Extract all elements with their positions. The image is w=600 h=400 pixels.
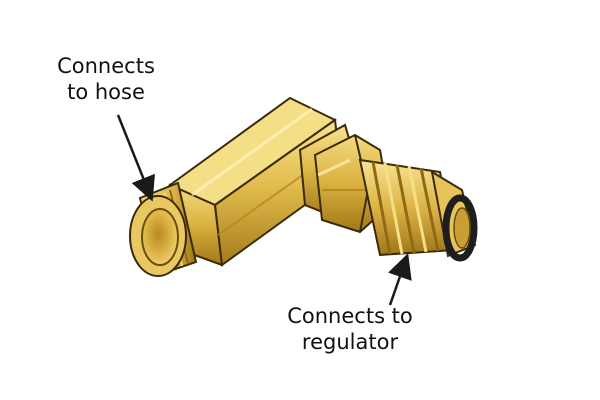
callout-label-hose-line2: to hose: [67, 80, 145, 104]
callout-arrow-regulator: [388, 253, 412, 306]
o-ring: [442, 194, 478, 262]
callout-label-hose-line1: Connects: [57, 54, 155, 78]
callout-label-hose: Connects to hose: [42, 53, 170, 105]
callout-label-regulator-line2: regulator: [301, 330, 399, 354]
callout-arrow-hose: [116, 114, 155, 202]
regulator-connector: [358, 158, 478, 262]
callout-label-regulator-line1: Connects to: [287, 304, 413, 328]
hex-body: [168, 96, 344, 267]
hose-port: [129, 181, 198, 277]
callout-label-regulator: Connects to regulator: [270, 303, 430, 355]
